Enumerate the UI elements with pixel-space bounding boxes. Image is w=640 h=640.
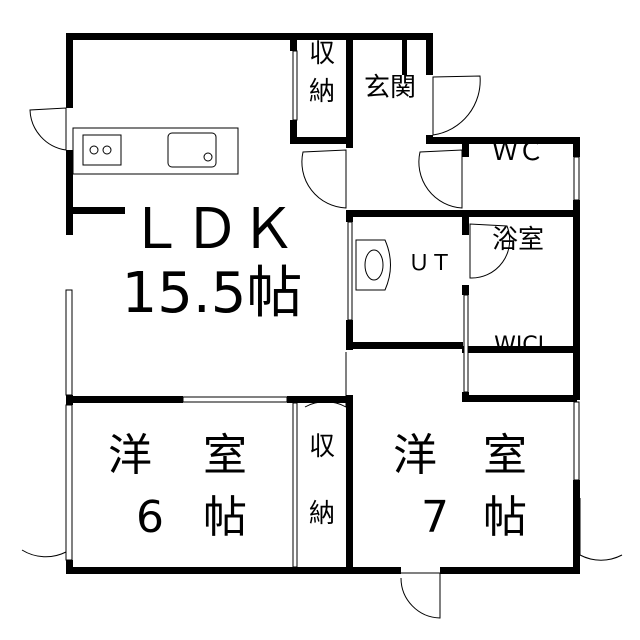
room-western7-char1: 洋 bbox=[393, 430, 437, 481]
room-western6-char1: 洋 bbox=[108, 430, 152, 481]
room-wicl-label: WICL bbox=[494, 333, 551, 358]
room-entrance-label: 玄関 bbox=[364, 73, 416, 103]
kitchen-counter bbox=[72, 127, 239, 175]
room-western6-unit: 帖 bbox=[203, 492, 247, 543]
storage-mid-label-1: 収 bbox=[309, 432, 335, 462]
room-western7-unit: 帖 bbox=[483, 492, 527, 543]
storage-mid-label-2: 納 bbox=[309, 499, 335, 529]
room-western6-char2: 室 bbox=[203, 430, 247, 481]
room-ldk-label: ＬＤＫ bbox=[128, 197, 296, 262]
walls bbox=[66, 33, 580, 574]
room-western6-num: 6 bbox=[136, 492, 164, 543]
washbasin bbox=[355, 239, 391, 291]
storage-top-label-2: 納 bbox=[309, 77, 335, 107]
storage-top-label-1: 収 bbox=[309, 39, 335, 69]
windows-doors bbox=[21, 50, 623, 619]
room-wc-label: ＷＣ bbox=[492, 137, 544, 167]
room-western7-num: 7 bbox=[421, 492, 449, 543]
room-western7-char2: 室 bbox=[483, 430, 527, 481]
room-ut-label: ＵＴ bbox=[408, 251, 452, 276]
room-bath-label: 浴室 bbox=[492, 225, 544, 255]
room-ldk-size: 15.5帖 bbox=[122, 261, 303, 326]
